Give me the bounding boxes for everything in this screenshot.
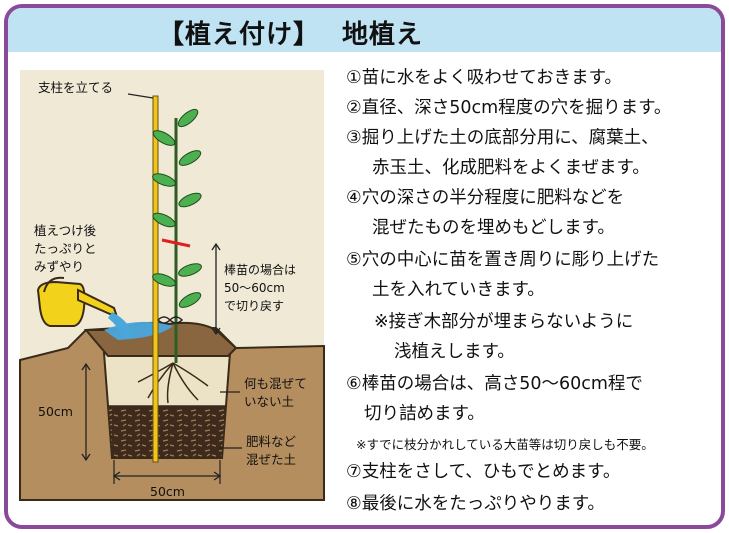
step-5-note-line1: ※接ぎ木部分が埋まらないように <box>374 312 634 332</box>
title-bracket-open: 【 <box>158 20 186 50</box>
step-3-line1: ③掘り上げた土の底部分用に、腐葉土、 <box>346 128 659 148</box>
water-stream <box>108 312 134 338</box>
step-6-line1: ⑥棒苗の場合は、高さ50～60cm程で <box>346 374 643 394</box>
card-frame: 【植え付け】地植え <box>4 4 725 529</box>
label-unmixed-2: いない土 <box>244 394 294 409</box>
label-rod-1: 棒苗の場合は <box>224 262 296 277</box>
label-depth: 50cm <box>38 404 73 419</box>
watering-can-icon <box>36 276 118 327</box>
step-2: ②直径、深さ50cm程度の穴を掘ります。 <box>346 98 672 118</box>
cut-mark <box>161 238 191 248</box>
label-water-3: みずやり <box>34 259 84 274</box>
page-title: 【植え付け】地植え <box>158 14 423 51</box>
label-mixed-2: 混ぜた土 <box>246 452 296 467</box>
step-5-line2: 土を入れていきます。 <box>372 280 545 300</box>
step-8: ⑧最後に水をたっぷりやります。 <box>346 494 605 514</box>
step-4-line1: ④穴の深さの半分程度に肥料などを <box>346 188 625 208</box>
label-mixed-1: 肥料など <box>246 434 297 449</box>
label-water-1: 植えつけ後 <box>34 223 97 238</box>
label-rod-3: で切り戻す <box>224 299 284 313</box>
label-width: 50cm <box>150 484 185 499</box>
step-1: ①苗に水をよく吸わせておきます。 <box>346 68 622 88</box>
roots <box>137 362 209 404</box>
step-6-line2: 切り詰めます。 <box>364 404 485 424</box>
mixed-soil <box>107 405 227 459</box>
note-large-seedlings: ※すでに枝分かれしている大苗等は切り戻しも不要。 <box>356 437 654 452</box>
label-stake: 支柱を立てる <box>38 80 113 95</box>
label-unmixed-1: 何も混ぜて <box>244 376 307 391</box>
title-subject: 地植え <box>342 20 424 50</box>
stake-tie <box>157 316 184 324</box>
title-bracket-close: 】 <box>293 20 321 50</box>
leaves <box>152 108 202 308</box>
stake-pointer <box>127 93 154 99</box>
step-4-line2: 混ぜたものを埋めもどします。 <box>372 218 615 238</box>
planting-diagram: 支柱を立てる 植えつけ後 たっぷりと みずやり 棒苗の場合は 50～60cm で… <box>19 70 325 501</box>
step-5-note-line2: 浅植えします。 <box>394 342 515 362</box>
step-7: ⑦支柱をさして、ひもでとめます。 <box>346 462 621 482</box>
title-method: 植え付け <box>185 20 294 50</box>
label-rod-2: 50～60cm <box>224 281 285 295</box>
step-5-line1: ⑤穴の中心に苗を置き周りに彫り上げた <box>346 250 660 270</box>
label-water-2: たっぷりと <box>34 241 97 256</box>
step-3-line2: 赤玉土、化成肥料をよくまぜます。 <box>372 158 650 178</box>
title-bar: 【植え付け】地植え <box>8 8 721 52</box>
